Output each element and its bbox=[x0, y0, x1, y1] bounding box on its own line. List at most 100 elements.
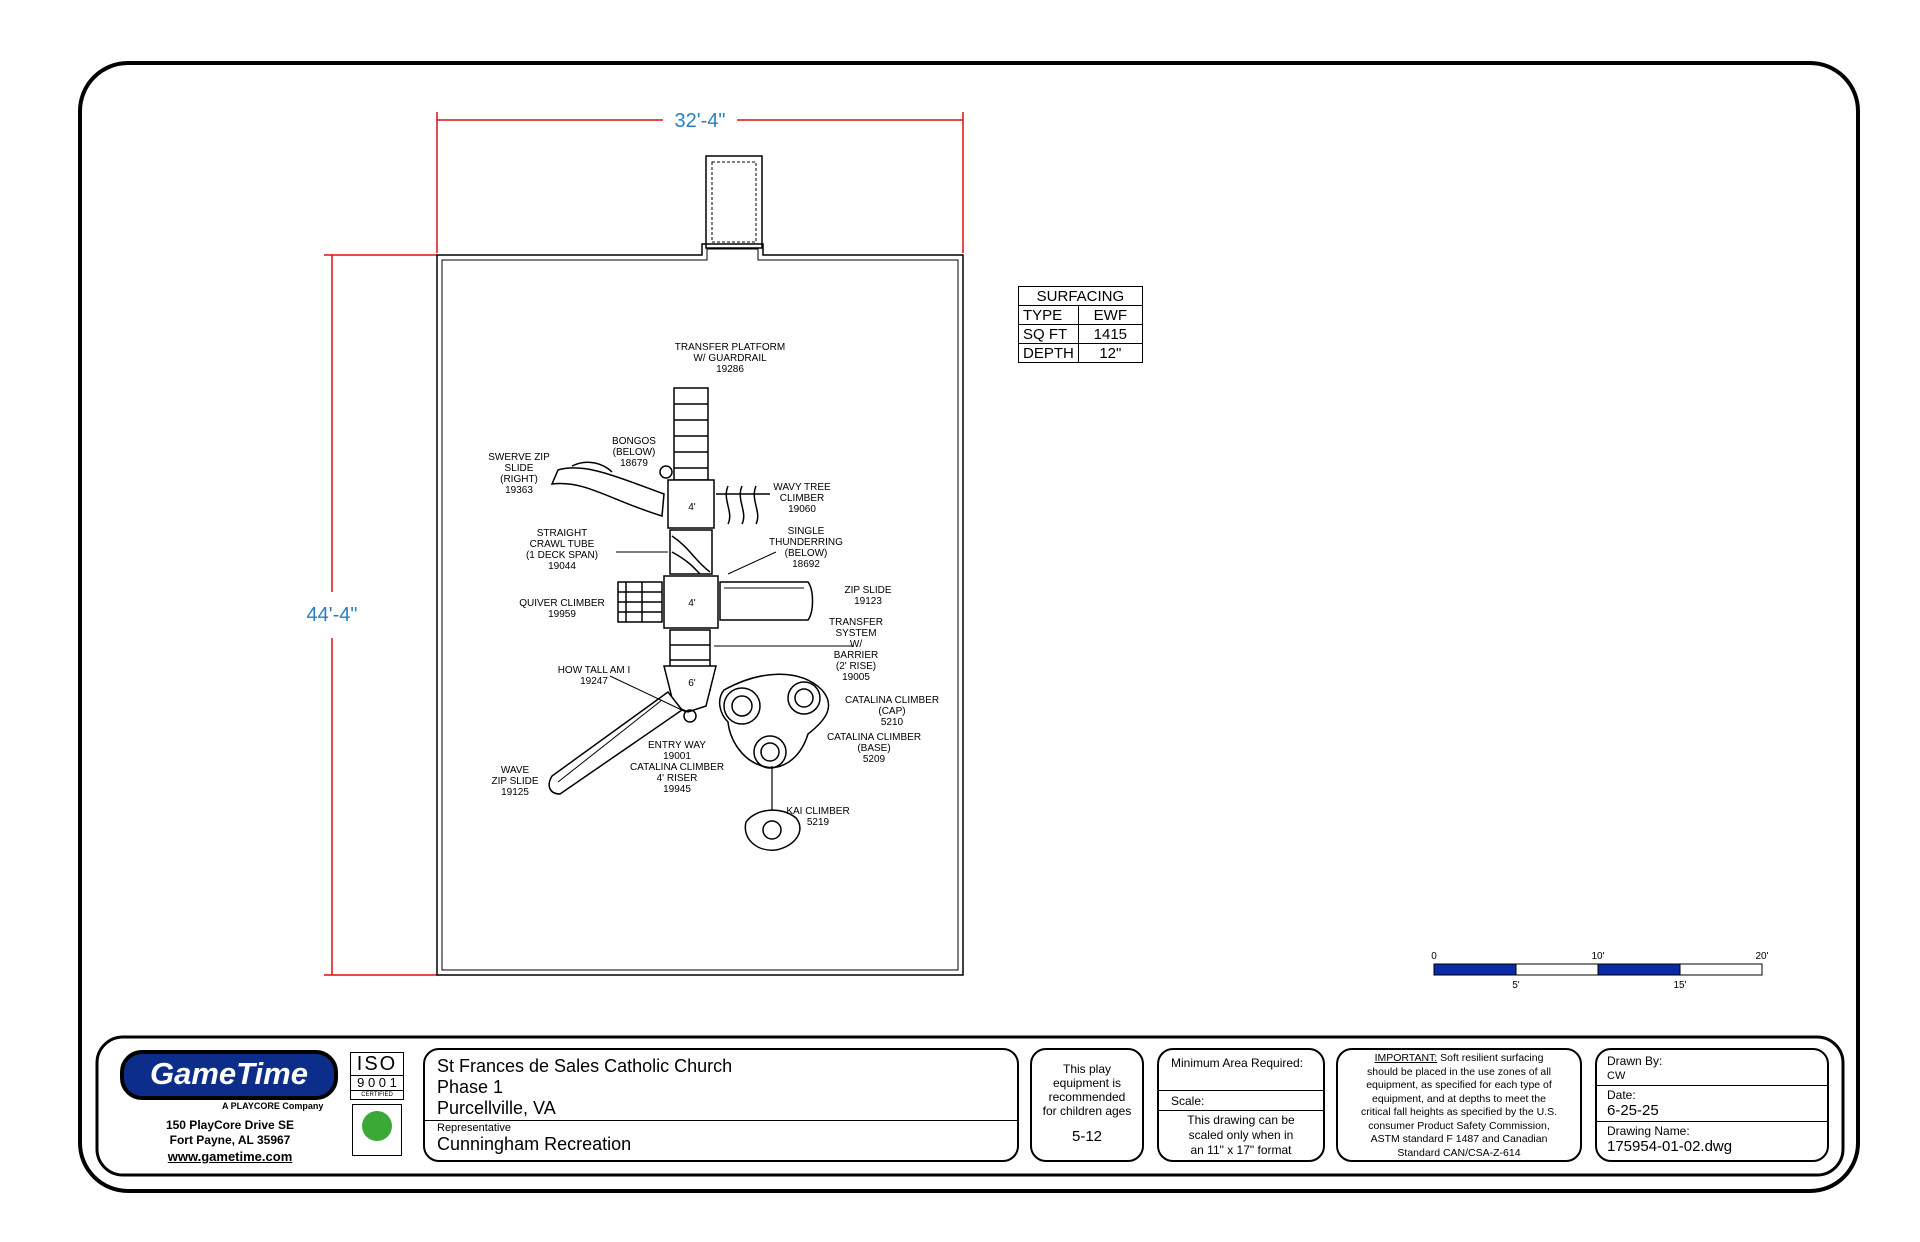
iso-badge: ISO 9 0 0 1 CERTIFIED bbox=[350, 1052, 404, 1100]
component-label-line: CATALINA CLIMBER bbox=[630, 762, 724, 773]
drawing-name-value: 175954-01-02.dwg bbox=[1607, 1138, 1733, 1155]
component-label-line: W/ GUARDRAIL bbox=[693, 353, 767, 364]
important-line: critical fall heights as specified by th… bbox=[1360, 1106, 1558, 1118]
important-line: ASTM standard F 1487 and Canadian bbox=[1370, 1133, 1548, 1145]
height-dimension-label: 44'-4" bbox=[307, 604, 358, 626]
component-label-line: (BELOW) bbox=[785, 548, 828, 559]
component-label-line: 5210 bbox=[881, 717, 904, 728]
width-dimension-label: 32'-4" bbox=[675, 110, 726, 132]
scale-label: Scale: bbox=[1171, 1094, 1205, 1108]
date-label: Date: bbox=[1607, 1088, 1636, 1102]
date-value: 6-25-25 bbox=[1607, 1102, 1659, 1119]
surfacing-row-label: DEPTH bbox=[1018, 343, 1079, 363]
component-label-line: (BELOW) bbox=[613, 447, 656, 458]
drawn-by-label: Drawn By: bbox=[1607, 1054, 1663, 1068]
iso-certified: CERTIFIED bbox=[361, 1092, 393, 1098]
component-label-line: ZIP SLIDE bbox=[844, 585, 891, 596]
important-line: equipment, and at depths to meet the bbox=[1372, 1092, 1546, 1105]
deck-height-1: 4' bbox=[688, 502, 696, 513]
component-label-line: 19005 bbox=[842, 672, 870, 683]
title-block-frame bbox=[95, 1035, 1845, 1177]
component-label-line: SYSTEM bbox=[835, 628, 876, 639]
height-dimension: 44'-4" bbox=[307, 254, 437, 976]
divider bbox=[1597, 1085, 1827, 1086]
component-label-line: 4' RISER bbox=[657, 773, 698, 784]
component-label-line: KAI CLIMBER bbox=[786, 806, 849, 817]
divider bbox=[1159, 1090, 1323, 1091]
component-label-line: CLIMBER bbox=[780, 493, 824, 504]
drawing-info-box: Drawn By: CW Date: 6-25-25 Drawing Name:… bbox=[1595, 1048, 1829, 1162]
component-label-line: 5219 bbox=[807, 817, 830, 828]
drawn-by-value: CW bbox=[1607, 1070, 1626, 1082]
component-label-line: HOW TALL AM I bbox=[558, 665, 631, 676]
component-label-line: 19945 bbox=[663, 784, 691, 795]
component-label-line: 19286 bbox=[716, 364, 744, 375]
company-logo: GameTime bbox=[120, 1050, 338, 1100]
divider bbox=[1159, 1110, 1323, 1111]
component-label-line: 19363 bbox=[505, 485, 533, 496]
important-line: should be placed in the use zones of all bbox=[1367, 1065, 1551, 1078]
component-label-line: 18692 bbox=[792, 559, 820, 570]
representative-label: Representative bbox=[437, 1122, 511, 1134]
ages-text: for children ages bbox=[1042, 1104, 1132, 1118]
ages-text: This play bbox=[1062, 1062, 1112, 1076]
component-label-line: 19247 bbox=[580, 676, 608, 687]
area-box: Minimum Area Required: Scale: This drawi… bbox=[1157, 1048, 1325, 1162]
component-label-line: 19125 bbox=[501, 787, 529, 798]
component-label-line: ZIP SLIDE bbox=[491, 776, 538, 787]
important-line: equipment, as specified for each type of bbox=[1366, 1079, 1552, 1091]
scale-tick: 5' bbox=[1512, 980, 1520, 991]
component-label-line: QUIVER CLIMBER bbox=[519, 598, 605, 609]
scale-tick: 20' bbox=[1755, 951, 1768, 962]
component-label-line: 19959 bbox=[548, 609, 576, 620]
component-label-line: TRANSFER bbox=[829, 617, 883, 628]
surfacing-title: SURFACING bbox=[1018, 286, 1143, 306]
important-heading: IMPORTANT: bbox=[1374, 1052, 1438, 1064]
component-label-line: (BASE) bbox=[857, 743, 890, 754]
component-label-line: BONGOS bbox=[612, 436, 656, 447]
component-label-line: SLIDE bbox=[505, 463, 534, 474]
company-tagline: A PLAYCORE Company bbox=[222, 1101, 324, 1111]
scale-tick: 15' bbox=[1673, 980, 1686, 991]
important-line: Standard CAN/CSA-Z-614 bbox=[1397, 1146, 1521, 1159]
surfacing-row-value: 12" bbox=[1077, 343, 1143, 363]
scale-note: an 11" x 17" format bbox=[1190, 1143, 1292, 1157]
company-address-2: Fort Payne, AL 35967 bbox=[169, 1133, 291, 1147]
important-first-line: IMPORTANT: Soft resilient surfacing bbox=[1338, 1052, 1580, 1066]
component-label-line: 19060 bbox=[788, 504, 816, 515]
component-label-line: (CAP) bbox=[878, 706, 905, 717]
representative-name: Cunningham Recreation bbox=[437, 1134, 632, 1154]
iso-number: 9 0 0 1 bbox=[351, 1076, 403, 1091]
deck-height-2: 4' bbox=[688, 598, 696, 609]
scale-tick: 10' bbox=[1591, 951, 1604, 962]
company-website[interactable]: www.gametime.com bbox=[167, 1149, 293, 1164]
iso-label: ISO bbox=[351, 1053, 403, 1076]
component-label-line: ENTRY WAY bbox=[648, 740, 706, 751]
component-label-line: 19123 bbox=[854, 596, 882, 607]
iso-14001-badge bbox=[352, 1104, 402, 1156]
deck-height-3: 6' bbox=[688, 678, 696, 689]
company-address-1: 150 PlayCore Drive SE bbox=[165, 1118, 295, 1132]
scale-tick: 0 bbox=[1431, 951, 1437, 962]
component-label: CATALINA CLIMBER(BASE)5209 bbox=[827, 732, 921, 765]
surfacing-row-value: 1415 bbox=[1077, 324, 1143, 344]
component-label-line: 5209 bbox=[863, 754, 886, 765]
project-name: St Frances de Sales Catholic Church bbox=[437, 1056, 733, 1076]
surfacing-row-label: TYPE bbox=[1018, 305, 1079, 325]
important-line: consumer Product Safety Commission, bbox=[1368, 1119, 1550, 1132]
component-label-line: CRAWL TUBE bbox=[530, 539, 595, 550]
scale-bar: 0 10' 20' 5' 15' bbox=[1431, 951, 1768, 991]
ages-box: This play equipment is recommended for c… bbox=[1030, 1048, 1144, 1162]
